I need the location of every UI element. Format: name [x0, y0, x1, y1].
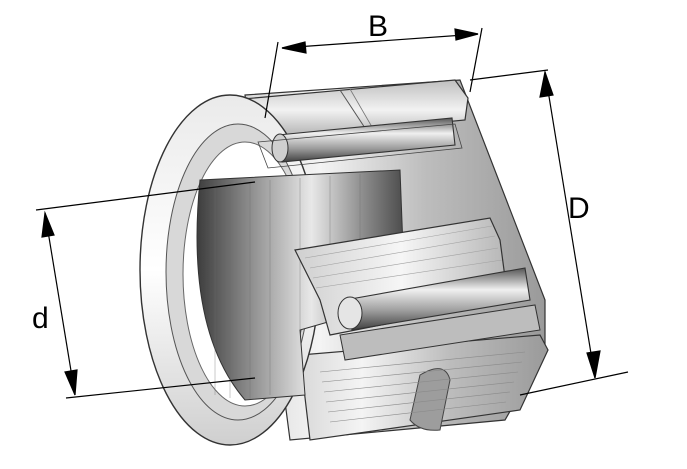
dimension-label-b: B — [368, 10, 388, 43]
upper-needle-roller — [257, 117, 463, 169]
lower-needle-roller — [337, 267, 541, 361]
dimension-lines — [35, 27, 629, 399]
dimension-label-outer-d: D — [568, 192, 590, 225]
dimension-label-bore-d: d — [32, 302, 49, 335]
